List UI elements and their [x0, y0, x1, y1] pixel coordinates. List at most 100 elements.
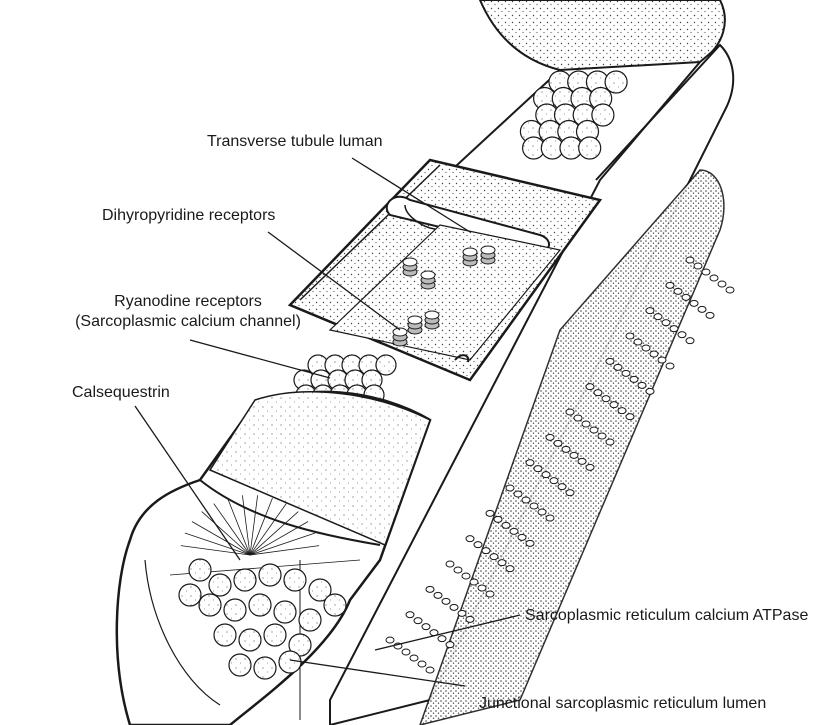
label-dihydropyridine-receptors: Dihyropyridine receptors — [102, 206, 275, 226]
serca-pump — [494, 516, 502, 522]
calsequestrin-sphere — [299, 609, 321, 631]
serca-pump — [482, 548, 490, 554]
label-junctional-sr-lumen: Junctional sarcoplasmic reticulum lumen — [479, 694, 766, 714]
serca-pump — [458, 610, 466, 616]
serca-pump — [570, 452, 578, 458]
calsequestrin-sphere — [234, 569, 256, 591]
label-ryanodine-receptors: Ryanodine receptors — [38, 292, 338, 312]
serca-pump — [618, 408, 626, 414]
calsequestrin-sphere — [274, 601, 296, 623]
serca-pump — [566, 409, 574, 415]
serca-pump — [646, 388, 654, 394]
serca-pump — [602, 396, 610, 402]
serca-pump — [686, 338, 694, 344]
serca-pump — [622, 370, 630, 376]
serca-pump — [642, 345, 650, 351]
calsequestrin-sphere — [214, 624, 236, 646]
calsequestrin-sphere — [249, 594, 271, 616]
serca-pump — [574, 415, 582, 421]
serca-pump — [710, 275, 718, 281]
calsequestrin-sphere — [284, 569, 306, 591]
calsequestrin-sphere — [254, 657, 276, 679]
serca-pump — [646, 308, 654, 314]
serca-pump — [526, 460, 534, 466]
serca-pump — [410, 655, 418, 661]
serca-pump — [506, 485, 514, 491]
serca-pump — [626, 333, 634, 339]
dhp-receptor — [425, 311, 439, 319]
serca-pump — [670, 326, 678, 332]
serca-pump — [478, 585, 486, 591]
ryanodine-foot-cluster-upper — [520, 71, 627, 159]
serca-pump — [674, 288, 682, 294]
calsequestrin-sphere — [199, 594, 221, 616]
label-serca: Sarcoplasmic reticulum calcium ATPase — [525, 606, 808, 626]
upper-tubule-section — [480, 0, 725, 70]
serca-pump — [522, 497, 530, 503]
serca-pump — [438, 636, 446, 642]
foot-sphere — [592, 104, 614, 126]
serca-pump — [426, 667, 434, 673]
serca-pump — [534, 466, 542, 472]
calsequestrin-sphere — [279, 651, 301, 673]
leader-ryanodine — [190, 340, 330, 378]
label-sarcoplasmic-calcium-channel: (Sarcoplasmic calcium channel) — [38, 312, 338, 332]
serca-pump — [694, 263, 702, 269]
serca-pump — [638, 382, 646, 388]
calsequestrin-sphere — [239, 629, 261, 651]
serca-pump — [654, 314, 662, 320]
calsequestrin-sphere — [229, 654, 251, 676]
serca-pump — [538, 509, 546, 515]
serca-pump — [486, 510, 494, 516]
serca-pump — [626, 414, 634, 420]
serca-pump — [502, 522, 510, 528]
serca-pump — [434, 592, 442, 598]
calsequestrin-sphere — [259, 564, 281, 586]
serca-pump — [546, 434, 554, 440]
serca-pump — [414, 618, 422, 624]
dhp-receptor — [408, 316, 422, 324]
calsequestrin-sphere — [264, 624, 286, 646]
serca-pump — [426, 586, 434, 592]
serca-pump — [606, 358, 614, 364]
calsequestrin-sphere — [324, 594, 346, 616]
serca-pump — [726, 287, 734, 293]
serca-pump — [582, 421, 590, 427]
serca-pump — [682, 294, 690, 300]
serca-pump — [586, 384, 594, 390]
serca-pump — [718, 281, 726, 287]
serca-pump — [486, 591, 494, 597]
serca-pump — [610, 402, 618, 408]
serca-pump — [558, 484, 566, 490]
serca-pump — [702, 269, 710, 275]
calsequestrin-sphere — [224, 599, 246, 621]
label-calsequestrin: Calsequestrin — [72, 383, 170, 403]
serca-pump — [546, 515, 554, 521]
serca-pump — [706, 312, 714, 318]
serca-pump — [678, 332, 686, 338]
foot-sphere — [579, 137, 601, 159]
serca-pump — [450, 604, 458, 610]
serca-pump — [550, 478, 558, 484]
serca-pump — [490, 554, 498, 560]
serca-pump — [470, 579, 478, 585]
serca-pump — [666, 282, 674, 288]
foot-sphere — [605, 71, 627, 93]
serca-pump — [658, 357, 666, 363]
serca-pump — [542, 472, 550, 478]
serca-pump — [422, 624, 430, 630]
serca-pump — [498, 560, 506, 566]
serca-pump — [518, 534, 526, 540]
serca-pump — [698, 306, 706, 312]
serca-pump — [666, 363, 674, 369]
serca-pump — [462, 573, 470, 579]
serca-pump — [686, 257, 694, 263]
serca-pump — [510, 528, 518, 534]
calsequestrin-sphere — [209, 574, 231, 596]
serca-pump — [446, 561, 454, 567]
serca-pump — [514, 491, 522, 497]
serca-pump — [662, 320, 670, 326]
serca-pump — [466, 616, 474, 622]
dhp-receptor — [421, 271, 435, 279]
